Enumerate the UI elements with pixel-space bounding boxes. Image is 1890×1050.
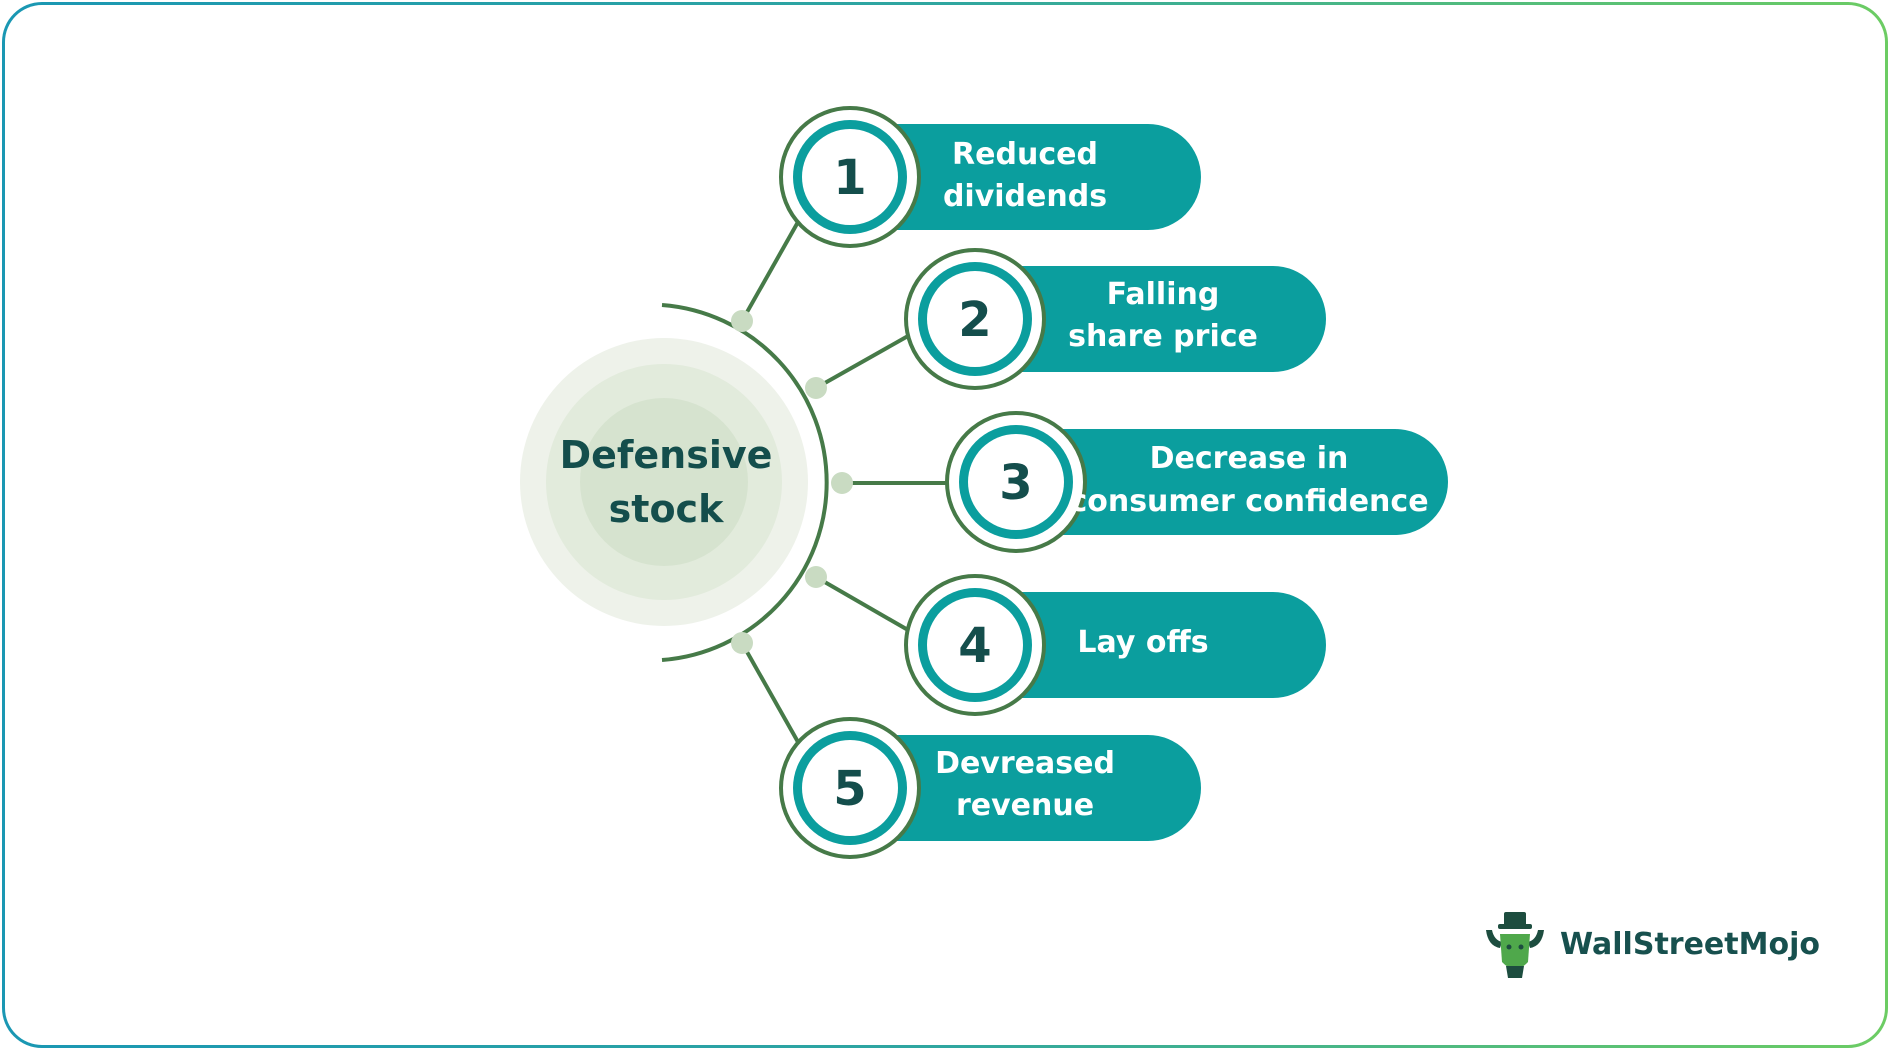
item-2: 2 Falling share price (904, 248, 1326, 390)
item-pill (850, 735, 1201, 841)
connectors (740, 221, 946, 743)
item-label-line1: Falling (1107, 277, 1220, 312)
item-label-line1: Decrease in (1150, 441, 1349, 476)
arc-nodes (731, 310, 853, 654)
item-number: 4 (958, 618, 991, 674)
item-label-line2: share price (1068, 319, 1258, 354)
item-pill (975, 592, 1326, 698)
item-pill (850, 124, 1201, 230)
item-badge (802, 740, 898, 836)
item-label-line2: consumer confidence (1069, 484, 1428, 519)
item-label-line2: revenue (956, 788, 1094, 823)
item-number: 5 (833, 761, 866, 817)
item-number: 2 (958, 292, 991, 348)
item-badge (927, 271, 1023, 367)
item-label-line1: Reduced (952, 137, 1098, 172)
item-5: 5 Devreased revenue (779, 717, 1201, 859)
item-badge (802, 129, 898, 225)
arc-node (831, 472, 853, 494)
arc-node (805, 377, 827, 399)
bull-icon (1486, 912, 1544, 978)
item-label-line2: dividends (943, 179, 1107, 214)
center-circle (520, 338, 808, 626)
arc-node (731, 310, 753, 332)
center-title-line1: Defensive (560, 433, 773, 477)
logo: WallStreetMojo (1486, 912, 1820, 978)
item-number: 1 (833, 150, 866, 206)
item-label-line1: Lay offs (1077, 625, 1208, 660)
arc-node (731, 632, 753, 654)
arc-node (805, 566, 827, 588)
item-number: 3 (999, 455, 1032, 511)
item-pill (975, 266, 1326, 372)
item-label-line1: Devreased (935, 746, 1115, 781)
item-pill (1016, 429, 1448, 535)
logo-text: WallStreetMojo (1560, 927, 1820, 962)
center-title-line2: stock (609, 487, 724, 531)
item-1: 1 Reduced dividends (779, 106, 1201, 248)
item-badge (968, 434, 1064, 530)
item-badge (927, 597, 1023, 693)
item-3: 3 Decrease in consumer confidence (945, 411, 1448, 553)
item-4: 4 Lay offs (904, 574, 1326, 716)
